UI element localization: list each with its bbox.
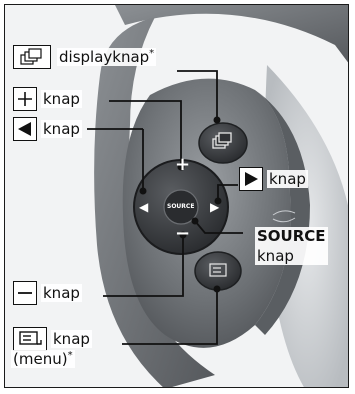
wheel-rim — [115, 5, 348, 63]
menu-label-line2-text: (menu) — [13, 350, 68, 368]
left-label: knap — [41, 120, 82, 138]
menu-icon-svg — [19, 331, 42, 345]
display-label-text: displayknap — [59, 48, 150, 66]
source-label-line1: SOURCE — [257, 227, 326, 245]
menu-button — [194, 251, 242, 291]
wheel-logo — [272, 210, 296, 223]
display-label: displayknap* — [57, 48, 157, 66]
menu-label-sup: * — [67, 350, 73, 361]
menu-label-line2: (menu)* — [11, 350, 75, 368]
source-button — [163, 189, 199, 225]
dpad-right-glyph: ▶ — [210, 200, 220, 214]
leader-source — [194, 220, 243, 234]
minus-icon — [13, 281, 37, 305]
plus-icon-svg — [18, 92, 32, 106]
leader-right — [217, 184, 238, 201]
plus-label: knap — [41, 90, 82, 108]
left-arrow-icon — [13, 117, 37, 141]
menu-button-glyph — [209, 263, 227, 277]
right-arrow-icon-svg — [245, 172, 258, 186]
leader-plus — [109, 100, 182, 167]
minus-icon-svg — [18, 292, 32, 294]
menu-label: knap — [51, 330, 92, 348]
minus-label: knap — [41, 284, 82, 302]
leader-dots — [139, 116, 222, 293]
steering-wheel-figure: + − ◀ ▶ SOURCE displayknap* knap — [4, 4, 349, 388]
leader-display — [177, 70, 218, 119]
left-arrow-icon-svg — [18, 122, 31, 136]
leader-menu — [122, 289, 218, 345]
spoke-right-edge — [255, 90, 310, 335]
dpad-minus-glyph: − — [175, 223, 191, 244]
leader-minus — [103, 235, 184, 297]
source-label-line2: knap — [257, 247, 294, 265]
right-arrow-icon — [239, 167, 263, 191]
display-label-sup: * — [149, 48, 155, 59]
dpad-source-glyph: SOURCE — [167, 203, 195, 210]
plus-icon — [13, 87, 37, 111]
steering-wheel-illustration — [87, 5, 348, 387]
dpad-plus-glyph: + — [175, 154, 191, 175]
display-icon-svg — [20, 48, 42, 65]
leader-lines — [87, 70, 243, 345]
right-label: knap — [267, 170, 308, 188]
dpad-left-glyph: ◀ — [139, 200, 149, 214]
display-icon — [13, 45, 51, 69]
source-label: SOURCE knap — [255, 227, 328, 265]
wheel-rim-left — [94, 17, 215, 387]
display-button-glyph — [212, 132, 232, 149]
menu-icon — [13, 327, 47, 351]
